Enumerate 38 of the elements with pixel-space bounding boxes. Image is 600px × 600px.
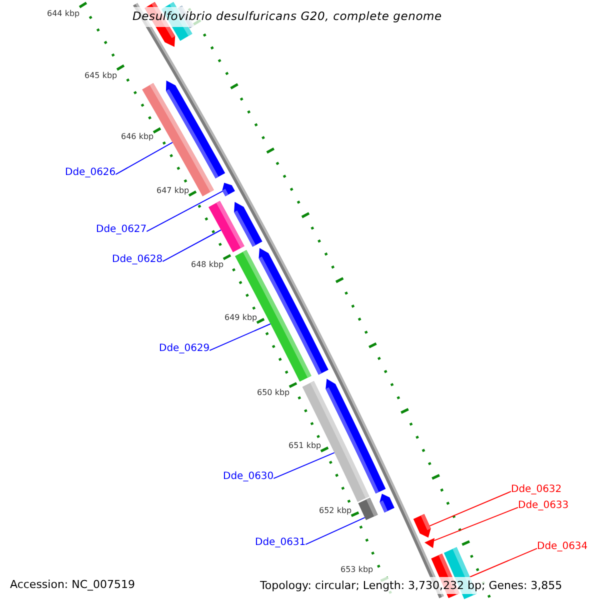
accession-text: Accession: NC_007519 bbox=[10, 578, 136, 591]
pointed-gene-bar bbox=[222, 182, 235, 196]
leader-line bbox=[209, 323, 271, 351]
gene-label: Dde_0626 bbox=[65, 167, 116, 179]
gene-label: Dde_0631 bbox=[255, 537, 306, 549]
leader-line bbox=[469, 548, 538, 578]
gene-label: Dde_0629 bbox=[159, 343, 210, 355]
gene-triangle bbox=[424, 538, 435, 548]
leader-line bbox=[146, 190, 224, 232]
pointed-gene-bar bbox=[166, 80, 226, 178]
tick-label: 651 kbp bbox=[288, 441, 322, 452]
tick-label: 648 kbp bbox=[191, 260, 224, 270]
tick-label: 644 kbp bbox=[47, 9, 80, 19]
gene-label: Dde_0633 bbox=[518, 500, 569, 512]
gene-label: Dde_0627 bbox=[96, 224, 147, 236]
tick-label: 650 kbp bbox=[257, 388, 290, 398]
leader-line bbox=[162, 230, 222, 262]
leader-line bbox=[434, 506, 518, 542]
leader-line bbox=[115, 142, 173, 175]
tick-label: 652 kbp bbox=[319, 506, 352, 516]
pointed-gene-bar bbox=[258, 248, 328, 375]
leader-line bbox=[305, 517, 366, 545]
leader-line bbox=[429, 490, 512, 526]
pointed-gene-bar bbox=[234, 202, 262, 247]
tick-label: 653 kbp bbox=[340, 565, 374, 575]
pointed-gene-bar bbox=[413, 514, 431, 538]
tick-label: 645 kbp bbox=[84, 70, 118, 80]
leader-line bbox=[273, 452, 335, 479]
gene-label: Dde_0634 bbox=[537, 541, 588, 553]
tick-label: 649 kbp bbox=[224, 312, 258, 322]
gene-label: Dde_0632 bbox=[511, 484, 562, 496]
pointed-gene-bar bbox=[380, 494, 394, 512]
tick-label: 647 kbp bbox=[156, 186, 190, 196]
gene-label: Dde_0630 bbox=[223, 471, 274, 483]
pointed-gene-bar bbox=[326, 378, 386, 494]
tick-label: 646 kbp bbox=[121, 132, 154, 142]
gene-label: Dde_0628 bbox=[112, 254, 163, 266]
gene-bar bbox=[358, 498, 378, 520]
